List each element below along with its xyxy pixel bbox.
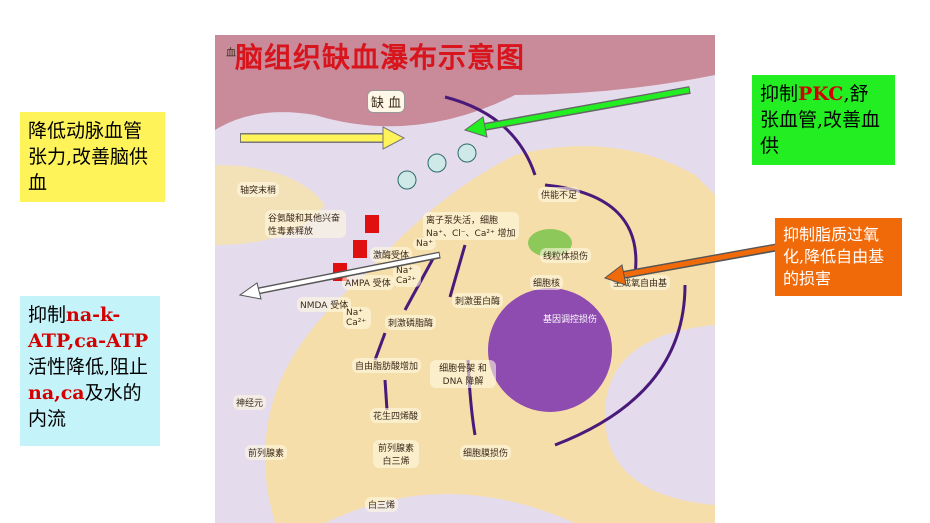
label-glutamate: 谷氨酸和其他兴奋性毒素释放 bbox=[265, 210, 346, 238]
diagram-graphics bbox=[215, 35, 715, 523]
note-cyan-post: 及水的内流 bbox=[28, 382, 142, 430]
label-nmda: NMDA 受体 bbox=[297, 297, 352, 312]
label-arachidonic: 花生四烯酸 bbox=[370, 408, 422, 423]
label-leukotriene: 白三烯 bbox=[365, 497, 399, 512]
label-phospholipase: 刺激磷脂酶 bbox=[385, 315, 437, 330]
label-na1: Na⁺ bbox=[413, 238, 436, 250]
note-green-red: PKC bbox=[798, 83, 844, 105]
ion-pumps bbox=[397, 143, 477, 190]
note-cyan-red2: na,ca bbox=[28, 382, 85, 404]
label-ischemia: 缺 血 bbox=[367, 90, 406, 113]
note-green-pre: 抑制 bbox=[760, 83, 799, 105]
label-mito-damage: 线粒体损伤 bbox=[540, 248, 592, 263]
note-cyan-red1: na-k-ATP,ca-ATP bbox=[28, 304, 149, 352]
blood-vessel bbox=[215, 35, 715, 130]
label-ffa: 自由脂肪酸增加 bbox=[352, 358, 422, 373]
corner-label: 血 bbox=[226, 48, 236, 59]
ischemic-cascade-diagram: 缺 血 轴突末梢 谷氨酸和其他兴奋性毒素释放 离子泵失活，细胞 Na⁺、Cl⁻、… bbox=[215, 35, 715, 523]
label-prostaglandin: 前列腺素 bbox=[245, 445, 288, 460]
neighbor-cell-right bbox=[605, 325, 715, 505]
label-ampa: AMPA 受体 bbox=[342, 275, 394, 290]
nucleus bbox=[488, 288, 612, 412]
label-energy-deficit: 供能不足 bbox=[538, 187, 581, 202]
label-membrane-damage: 细胞膜损伤 bbox=[460, 445, 512, 460]
note-cyan: 抑制na-k-ATP,ca-ATP 活性降低,阻止 na,ca及水的内流 bbox=[20, 296, 160, 446]
label-kinase-receptor: 激酶受体 bbox=[370, 247, 413, 262]
label-pg-lt: 前列腺素 白三烯 bbox=[373, 440, 419, 468]
label-axon-terminal: 轴突末梢 bbox=[237, 182, 280, 197]
label-gene-damage: 基因调控损伤 bbox=[543, 315, 598, 325]
note-cyan-mid: 活性降低,阻止 bbox=[28, 356, 149, 378]
label-na3: Na⁺ Ca²⁺ bbox=[343, 307, 371, 329]
note-green-post: ,舒张血管,改善血供 bbox=[760, 83, 881, 157]
label-nucleus: 细胞核 bbox=[530, 275, 564, 290]
label-na2: Na⁺ Ca²⁺ bbox=[393, 265, 421, 287]
note-cyan-pre: 抑制 bbox=[28, 304, 67, 326]
label-neuron: 神经元 bbox=[233, 395, 267, 410]
note-yellow: 降低动脉血管张力,改善脑供血 bbox=[20, 112, 165, 202]
label-ion-pump: 离子泵失活，细胞 Na⁺、Cl⁻、Ca²⁺ 增加 bbox=[423, 212, 519, 240]
label-cytoskeleton: 细胞骨架 和 DNA 降解 bbox=[430, 360, 496, 388]
note-orange: 抑制脂质过氧化,降低自由基的损害 bbox=[775, 218, 902, 296]
label-ros: 生成氧自由基 bbox=[610, 275, 671, 290]
page-title: 脑组织缺血瀑布示意图 bbox=[235, 41, 526, 74]
label-protease: 刺激蛋白酶 bbox=[452, 293, 504, 308]
note-green: 抑制PKC,舒张血管,改善血供 bbox=[752, 75, 895, 165]
